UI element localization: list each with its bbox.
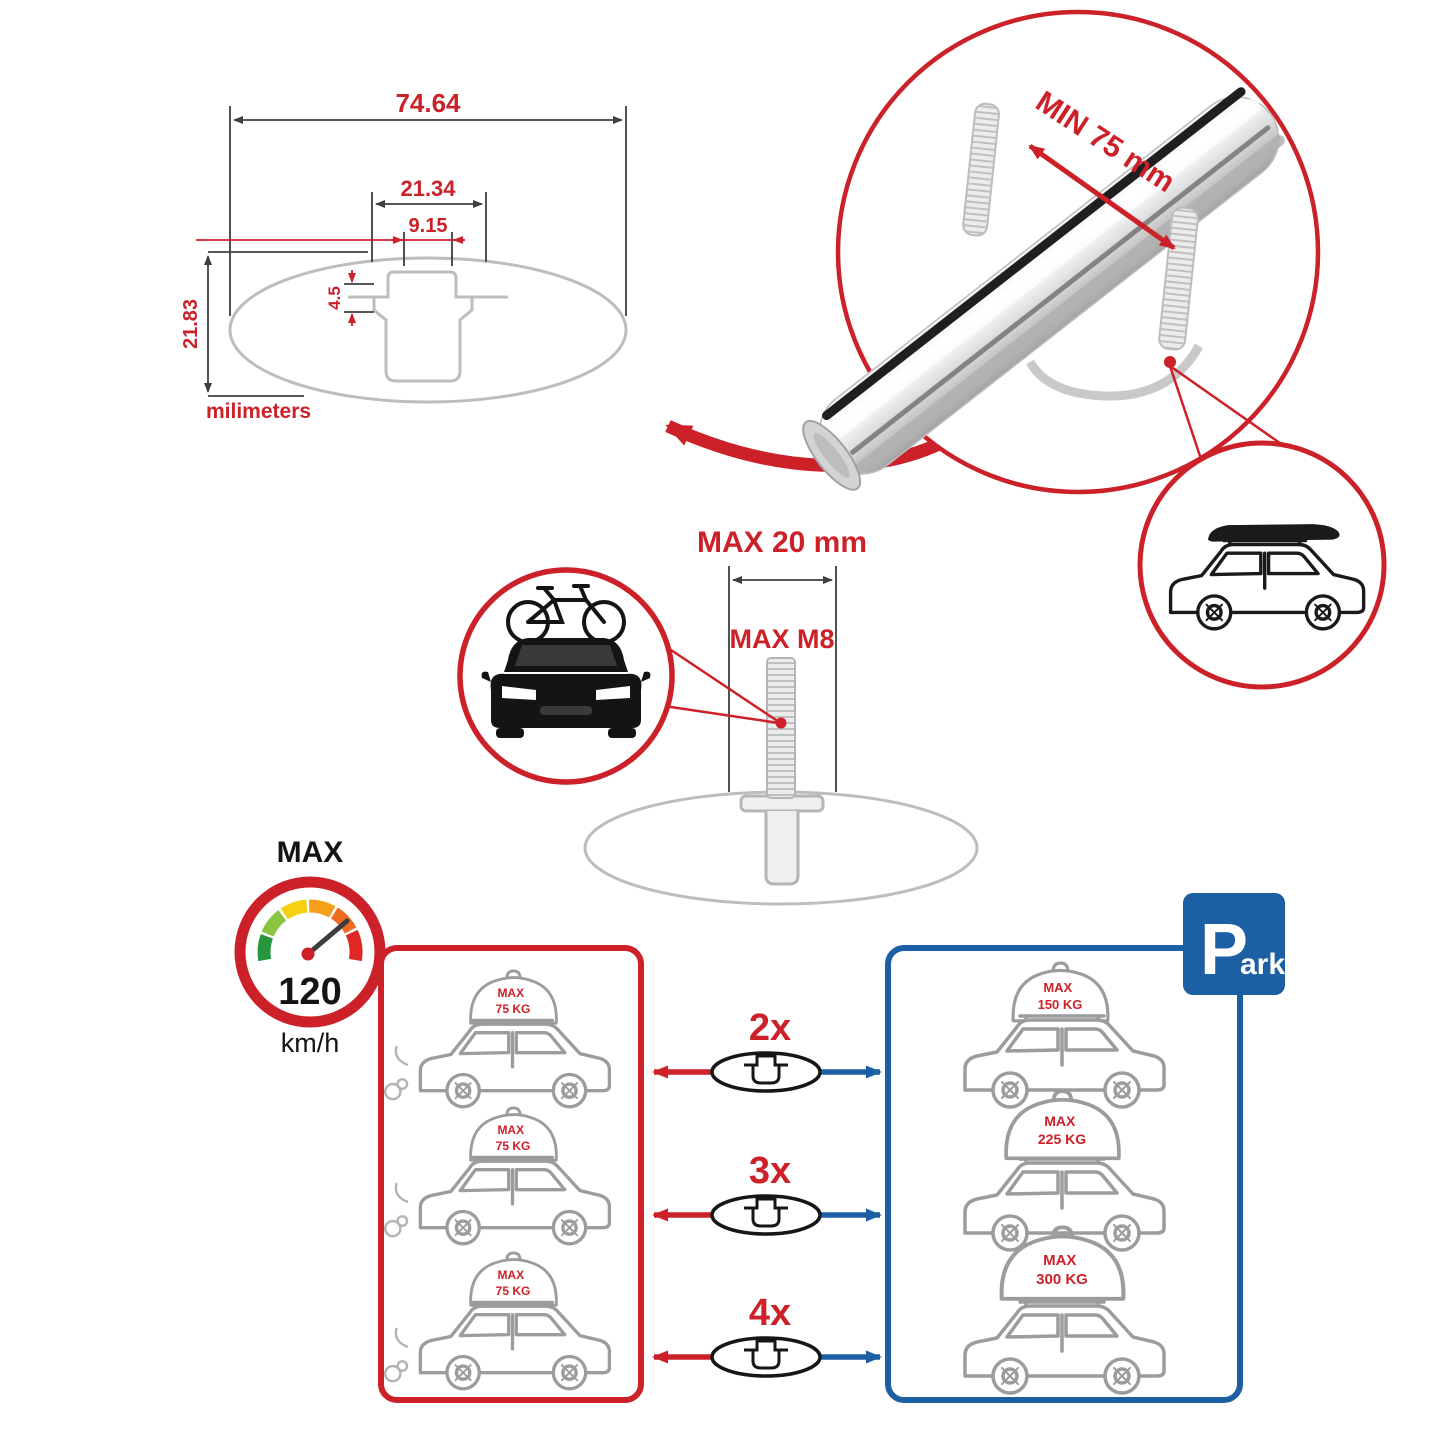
park-sign: P ark <box>1183 893 1285 995</box>
cargo-label: MAX <box>1044 1113 1076 1129</box>
cargo-value: 75 KG <box>496 1139 531 1153</box>
car-front-icon <box>481 638 651 738</box>
cargo-label: MAX <box>1043 1252 1076 1269</box>
quantity-row-2: 3x <box>652 1150 882 1236</box>
dim-ext-2134 <box>371 192 487 262</box>
cargo-value: 225 KG <box>1038 1131 1086 1147</box>
quantity-row-3: 4x <box>652 1292 882 1378</box>
bar-profile-top-slot <box>348 270 508 299</box>
leader-lines-bike <box>663 646 780 725</box>
motion-puffs <box>384 1045 409 1101</box>
bolt-detail: MAX 20 mm MAX M8 <box>583 526 979 906</box>
motion-puffs <box>384 1182 409 1238</box>
clamp-point-dot <box>1164 356 1176 368</box>
driving-car-3: MAX 75 KG <box>384 1251 612 1391</box>
cargo-value: 150 KG <box>1038 997 1083 1012</box>
bar-profile-channel <box>372 297 474 383</box>
parked-car-2: MAX 225 KG <box>963 1089 1166 1252</box>
quantity-row-1: 2x <box>652 1007 882 1093</box>
cargo-value: 75 KG <box>496 1284 531 1298</box>
suv-roofbox-detail <box>1137 440 1387 690</box>
quantity-label: 3x <box>749 1150 791 1192</box>
dim-ext-74 <box>229 106 627 316</box>
motion-puffs <box>384 1327 409 1383</box>
parked-car-3: MAX 300 KG <box>963 1227 1166 1395</box>
speed-limit-gauge: MAX 120 km/h <box>234 836 386 1058</box>
speed-value: 120 <box>278 971 341 1013</box>
crossbar-section-icon <box>710 1051 822 1093</box>
crossbar-section-icon <box>710 1336 822 1378</box>
svg-text:MAX 150 KG: MAX 150 KG <box>1038 979 1083 1012</box>
driving-car-2: MAX 75 KG <box>384 1106 612 1246</box>
cargo-label: MAX <box>497 1123 524 1137</box>
svg-text:MAX 75 KG: MAX 75 KG <box>496 1266 531 1298</box>
dim-45-label: 4.5 <box>325 286 344 310</box>
dim-2134-label: 21.34 <box>400 176 456 201</box>
roof-box-icon <box>1207 524 1340 542</box>
quantity-label: 4x <box>749 1292 791 1334</box>
bar-profile-ellipse <box>228 256 628 404</box>
crossbar-section-icon <box>710 1194 822 1236</box>
bar-render-detail: MIN 75 mm <box>802 9 1325 495</box>
cargo-label: MAX <box>1043 980 1072 995</box>
park-suffix: ark <box>1240 948 1285 981</box>
svg-text:MAX 75 KG: MAX 75 KG <box>496 984 531 1016</box>
quantity-label: 2x <box>749 1007 791 1049</box>
speed-unit: km/h <box>281 1028 340 1058</box>
cargo-value: 300 KG <box>1036 1271 1088 1288</box>
driving-car-1: MAX 75 KG <box>384 969 612 1109</box>
cargo-label: MAX <box>497 986 524 1000</box>
dim-ext-915 <box>403 232 453 266</box>
bike-car-detail <box>457 567 675 785</box>
max-thread-label: MAX M8 <box>729 624 834 654</box>
parked-load-panel: MAX 150 KG MAX 225 KG <box>885 893 1285 1403</box>
dim-74-label: 74.64 <box>395 88 461 118</box>
max-width-label: MAX 20 mm <box>697 526 867 559</box>
clamp-rod-rear <box>962 102 1000 237</box>
cargo-label: MAX <box>497 1268 524 1282</box>
svg-text:MAX 225 KG: MAX 225 KG <box>1038 1113 1086 1147</box>
t-slot-adapter <box>739 794 825 886</box>
dim-2183-label: 21.83 <box>180 299 202 349</box>
clamp-rod-front <box>1158 206 1199 351</box>
min-clamp-arrow <box>1028 143 1176 251</box>
dim-ext-2183 <box>208 251 368 397</box>
gauge-needle <box>305 918 350 957</box>
suv-with-roofbox-icon <box>1168 524 1366 631</box>
cross-section-diagram: 74.64 21.34 9.15 4.5 21.83 milimeters <box>180 88 628 423</box>
park-letter: P <box>1200 910 1248 990</box>
gauge-pivot <box>301 947 315 961</box>
bolt-dim-ext <box>728 566 837 792</box>
parked-car-1: MAX 150 KG <box>963 961 1166 1109</box>
dim-915-label: 9.15 <box>409 215 448 237</box>
gauge-arc <box>257 899 363 962</box>
units-label: milimeters <box>206 400 311 423</box>
dim-ext-45 <box>344 283 374 313</box>
cargo-value: 75 KG <box>496 1002 531 1016</box>
svg-text:MAX 300 KG: MAX 300 KG <box>1036 1252 1088 1288</box>
speed-max-label: MAX <box>277 836 344 869</box>
park-sign-plate <box>1183 893 1285 995</box>
svg-text:MAX 75 KG: MAX 75 KG <box>496 1121 531 1153</box>
driving-load-panel: MAX 75 KG MAX 75 KG <box>378 945 644 1403</box>
crossbar-quantity-rows: 2x 3x 4x <box>652 1007 882 1378</box>
